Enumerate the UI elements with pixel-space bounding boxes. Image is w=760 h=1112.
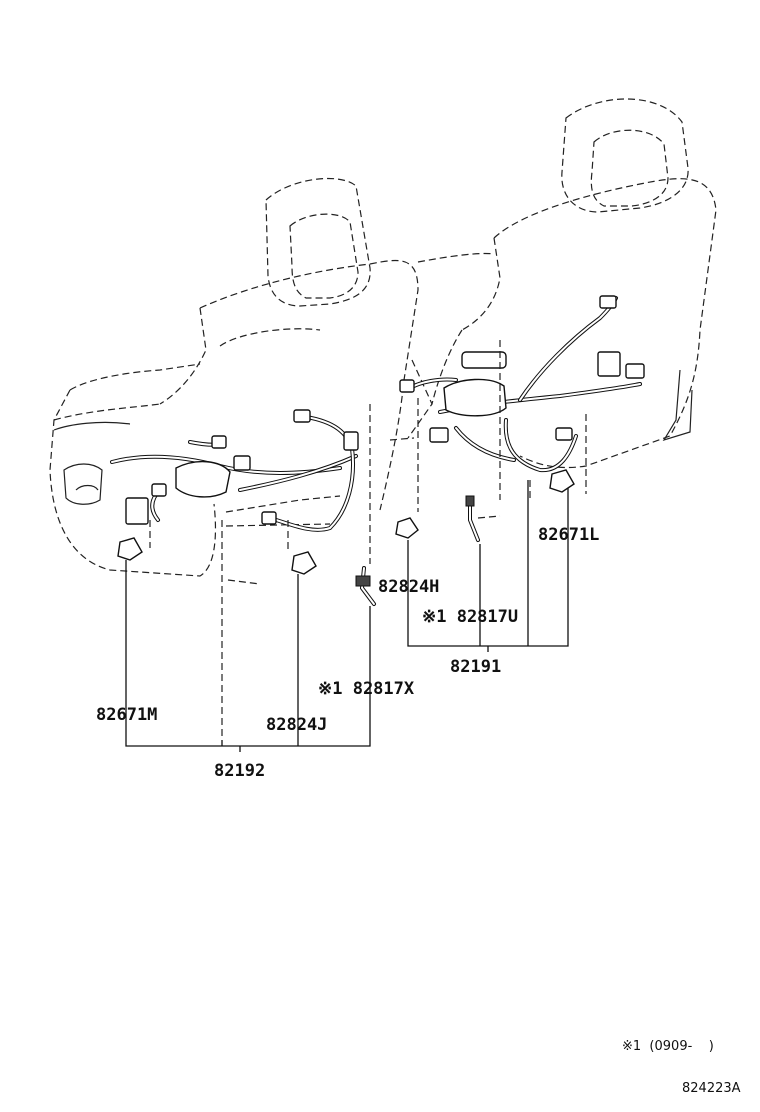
right-seat-outline — [407, 98, 717, 469]
right-seat-harness — [395, 295, 645, 542]
footnote: ※1 (0909- ) — [622, 1039, 714, 1054]
part-labels: 82671L 82824H ※1 82817U 82191 ※1 82817X … — [96, 525, 599, 781]
left-seat-harness — [110, 404, 376, 740]
left-seat-outline — [49, 177, 419, 585]
label-82191[interactable]: 82191 — [450, 657, 501, 677]
label-82671M[interactable]: 82671M — [96, 705, 157, 725]
leader-lines — [125, 480, 569, 752]
figure-code: 824223A — [682, 1081, 741, 1096]
label-82824J[interactable]: 82824J — [266, 715, 327, 735]
label-82824H[interactable]: 82824H — [378, 577, 439, 597]
label-82817U[interactable]: ※1 82817U — [422, 607, 518, 627]
label-82671L[interactable]: 82671L — [538, 525, 599, 545]
label-82192[interactable]: 82192 — [214, 761, 265, 781]
label-82817X[interactable]: ※1 82817X — [318, 679, 415, 699]
